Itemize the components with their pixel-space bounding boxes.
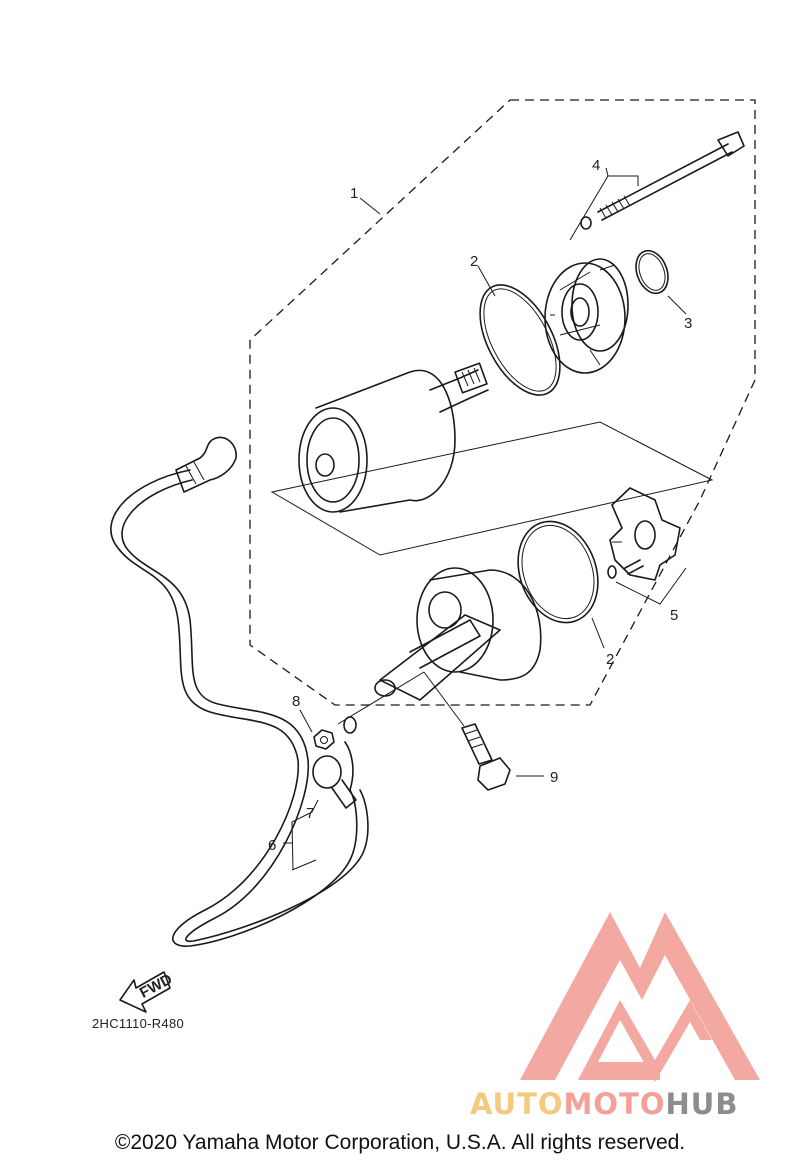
callout-5: 5 (670, 607, 678, 624)
leader-lines (283, 167, 687, 871)
watermark-logo (520, 912, 760, 1082)
brand-part-hub: HUB (665, 1087, 739, 1121)
brand-part-auto: AUTO (470, 1087, 564, 1121)
diagram-code: 2HC1110-R480 (92, 1016, 185, 1031)
watermark-brand: AUTOMOTOHUB (470, 1087, 738, 1121)
gasket-upper (479, 284, 561, 396)
yoke-housing (374, 567, 542, 701)
mounting-bolt (461, 723, 511, 791)
o-ring-inner (638, 253, 666, 291)
cable-boot (175, 436, 237, 493)
nut-hole (320, 736, 328, 744)
callout-8: 8 (292, 693, 300, 710)
washer-small (580, 216, 592, 230)
gasket-upper-inner (483, 288, 557, 392)
fwd-label: FWD (137, 971, 175, 1002)
brand-part-moto: MOTO (563, 1087, 666, 1121)
callout-2-lower: 2 (606, 651, 614, 668)
gasket-lower-inner (521, 524, 595, 620)
callout-3: 3 (684, 315, 692, 332)
gasket-lower (517, 520, 599, 624)
callout-4: 4 (592, 157, 600, 174)
callout-1: 1 (350, 185, 358, 202)
assembly-boundary (249, 99, 756, 706)
starter-cable (110, 469, 369, 947)
callout-7: 7 (306, 805, 314, 822)
callout-9: 9 (550, 769, 558, 786)
front-cover (544, 258, 629, 374)
washer-small-2 (607, 565, 617, 579)
armature (298, 362, 489, 513)
copyright-notice: ©2020 Yamaha Motor Corporation, U.S.A. A… (114, 1131, 686, 1154)
long-bolt (597, 131, 745, 221)
o-ring (635, 249, 669, 295)
terminal-nut (313, 729, 335, 750)
callout-2-upper: 2 (470, 253, 478, 270)
callout-6: 6 (268, 837, 276, 854)
brush-holder (609, 487, 681, 581)
fwd-arrow-icon (119, 971, 171, 1013)
armature-group-outline (270, 421, 714, 556)
